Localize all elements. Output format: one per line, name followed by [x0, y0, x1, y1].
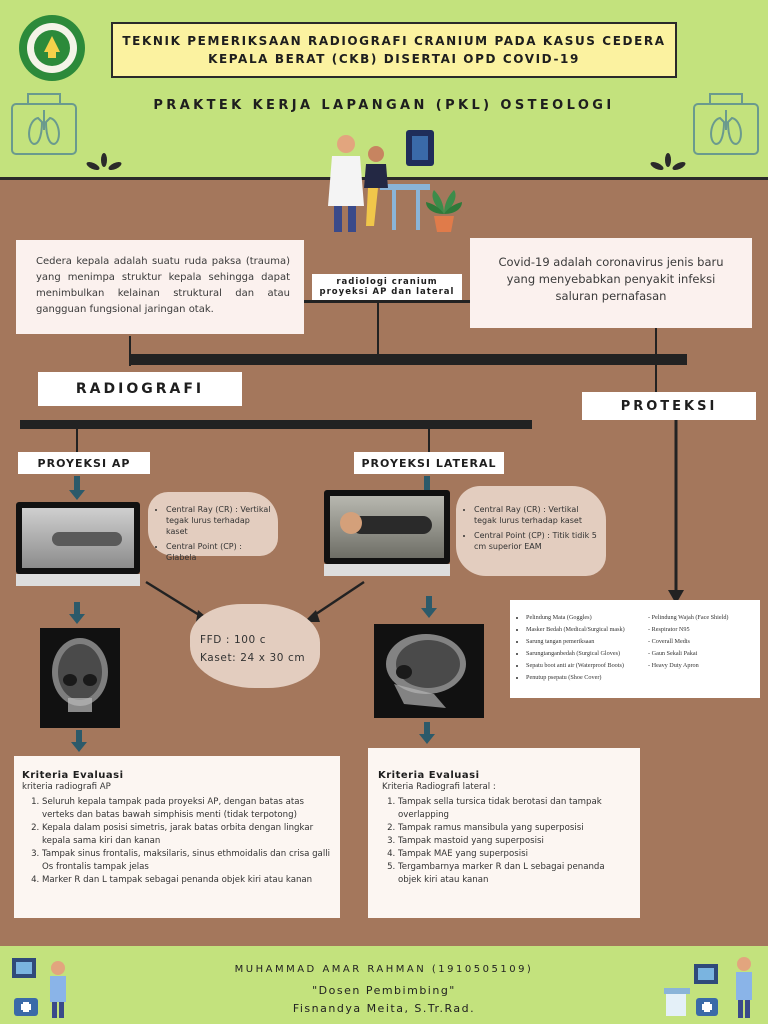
arrow-down-icon [419, 722, 435, 744]
topic-label: radiologi cranium proyeksi AP dan latera… [312, 274, 462, 300]
title-line-2: KEPALA BERAT (CKB) DISERTAI OPD COVID-19 [208, 52, 580, 66]
kriteria-lateral-item: Tampak MAE yang superposisi [398, 848, 628, 861]
leaf-ornament-icon [650, 153, 686, 171]
arrow-down-icon [421, 596, 437, 618]
ap-notes: Central Ray (CR) : Vertikal tegak lurus … [148, 492, 278, 562]
proteksi-item: - Heavy Duty Apron [648, 662, 699, 669]
author-name: MUHAMMAD AMAR RAHMAN (1910505109) [234, 964, 534, 975]
main-bar [129, 354, 687, 365]
kriteria-ap-item: Marker R dan L tampak sebagai penanda ob… [42, 874, 330, 887]
ap-note-cp: Central Point (CP) : Glabela [166, 541, 272, 563]
lateral-monitor [324, 490, 450, 564]
connector-ap [76, 428, 78, 454]
leaf-ornament-icon [86, 153, 122, 171]
cedera-note: Cedera kepala adalah suatu ruda paksa (t… [16, 240, 304, 334]
arrow-proteksi [668, 420, 684, 604]
proteksi-item: Penutup psepatu (Shoe Cover) [526, 672, 625, 684]
proteksi-banner: PROTEKSI [582, 392, 756, 420]
proteksi-item: - Gaun Sekali Pakai [648, 650, 698, 657]
lungs-monitor-icon [693, 93, 759, 155]
proteksi-left-list: Pelindung Mata (Goggles) Masker Bedah (M… [514, 612, 625, 684]
ap-note-cr: Central Ray (CR) : Vertikal tegak lurus … [166, 504, 272, 537]
proteksi-item: Sarungtanganbedah (Surgical Gloves) [526, 648, 625, 660]
proteksi-list: Pelindung Mata (Goggles) Masker Bedah (M… [510, 600, 760, 698]
ap-xray-image [40, 628, 120, 728]
cedera-text: Cedera kepala adalah suatu ruda paksa (t… [36, 256, 290, 315]
lateral-monitor-base [324, 564, 450, 576]
proteksi-item: - Pelindung Wajah (Face Shield) [648, 614, 729, 621]
covid-note: Covid-19 adalah coronavirus jenis baru y… [470, 238, 752, 328]
kriteria-ap-subtitle: kriteria radiografi AP [22, 782, 111, 792]
lateral-note-cr: Central Ray (CR) : Vertikal tegak lurus … [474, 504, 598, 526]
proteksi-item: Sarung tangan pemeriksaan [526, 636, 625, 648]
dosen-label: "Dosen Pembimbing" [312, 984, 456, 997]
connector-lateral [428, 428, 430, 454]
lateral-xray-image [374, 624, 484, 718]
ap-skull-icon [52, 638, 108, 712]
topic-line-1: radiologi cranium [336, 277, 438, 287]
kriteria-lateral-item: Tampak ramus mansibula yang superposisi [398, 822, 628, 835]
footer-band [0, 946, 768, 1024]
proyeksi-lateral-label: PROYEKSI LATERAL [354, 452, 504, 474]
exposure-note: FFD : 100 c Kaset: 24 x 30 cm [190, 604, 320, 688]
kriteria-ap-title: Kriteria Evaluasi [22, 770, 124, 781]
topic-line-2: proyeksi AP dan lateral [319, 287, 455, 297]
kriteria-ap-item: Tampak sinus frontalis, maksilaris, sinu… [42, 848, 330, 874]
covid-text: Covid-19 adalah coronavirus jenis baru y… [498, 255, 724, 303]
kriteria-ap-item: Seluruh kepala tampak pada proyeksi AP, … [42, 796, 330, 822]
medical-staff-icon [12, 958, 66, 1018]
proteksi-item: Pelindung Mata (Goggles) [526, 612, 625, 624]
connector-right-down [655, 328, 657, 358]
ap-photo [22, 508, 134, 568]
lateral-note-cp: Central Point (CP) : Titik tidik 5 cm su… [474, 530, 598, 552]
connector-topic [300, 300, 472, 303]
radiografi-banner: RADIOGRAFI [38, 372, 242, 406]
lateral-photo [330, 496, 444, 558]
plant-icon [426, 190, 462, 232]
ffd-text: FFD : 100 c [200, 634, 267, 646]
kriteria-lateral-item: Tampak sella tursica tidak berotasi dan … [398, 796, 628, 822]
lungs-monitor-icon [11, 93, 77, 155]
connector-left-down [129, 336, 131, 366]
proyeksi-ap-label: PROYEKSI AP [18, 452, 150, 474]
connector-proteksi [655, 365, 657, 395]
title-box: TEKNIK PEMERIKSAAN RADIOGRAFI CRANIUM PA… [111, 22, 677, 78]
arrow-down-icon [69, 476, 85, 500]
proteksi-item: Sepatu boot anti air (Waterproof Boots) [526, 660, 625, 672]
kriteria-ap-card: Kriteria Evaluasi kriteria radiografi AP… [14, 756, 340, 918]
university-logo-icon [19, 15, 85, 81]
dosen-name: Fisnandya Meita, S.Tr.Rad. [292, 1002, 476, 1015]
medical-staff-icon [664, 957, 752, 1018]
ap-monitor [16, 502, 140, 574]
ap-monitor-base [16, 574, 140, 586]
lateral-skull-icon [386, 634, 466, 708]
kriteria-lateral-title: Kriteria Evaluasi [378, 770, 480, 781]
radiografi-bar [20, 420, 532, 429]
connector-topic-down [377, 302, 379, 354]
lateral-notes: Central Ray (CR) : Vertikal tegak lurus … [456, 486, 606, 576]
arrow-down-icon [71, 730, 87, 752]
page-subtitle: PRAKTEK KERJA LAPANGAN (PKL) OSTEOLOGI [153, 98, 615, 113]
proteksi-right-list: - Pelindung Wajah (Face Shield) - Respir… [648, 612, 729, 672]
kaset-text: Kaset: 24 x 30 cm [200, 652, 306, 664]
kriteria-ap-item: Kepala dalam posisi simetris, jarak bata… [42, 822, 330, 848]
proteksi-item: - Respirator N95 [648, 626, 690, 633]
proteksi-item: Masker Bedah (Medical/Surgical mask) [526, 624, 625, 636]
kriteria-lateral-card: Kriteria Evaluasi Kriteria Radiografi la… [368, 748, 640, 918]
arrow-down-icon [69, 602, 85, 624]
title-line-1: TEKNIK PEMERIKSAAN RADIOGRAFI CRANIUM PA… [122, 34, 666, 48]
doctor-patient-illustration [328, 130, 434, 232]
proteksi-item: - Coverall Medis [648, 638, 690, 645]
kriteria-lateral-item: Tergambarnya marker R dan L sebagai pena… [398, 861, 628, 887]
kriteria-lateral-item: Tampak mastoid yang superposisi [398, 835, 628, 848]
kriteria-lateral-subtitle: Kriteria Radiografi lateral : [382, 782, 496, 792]
